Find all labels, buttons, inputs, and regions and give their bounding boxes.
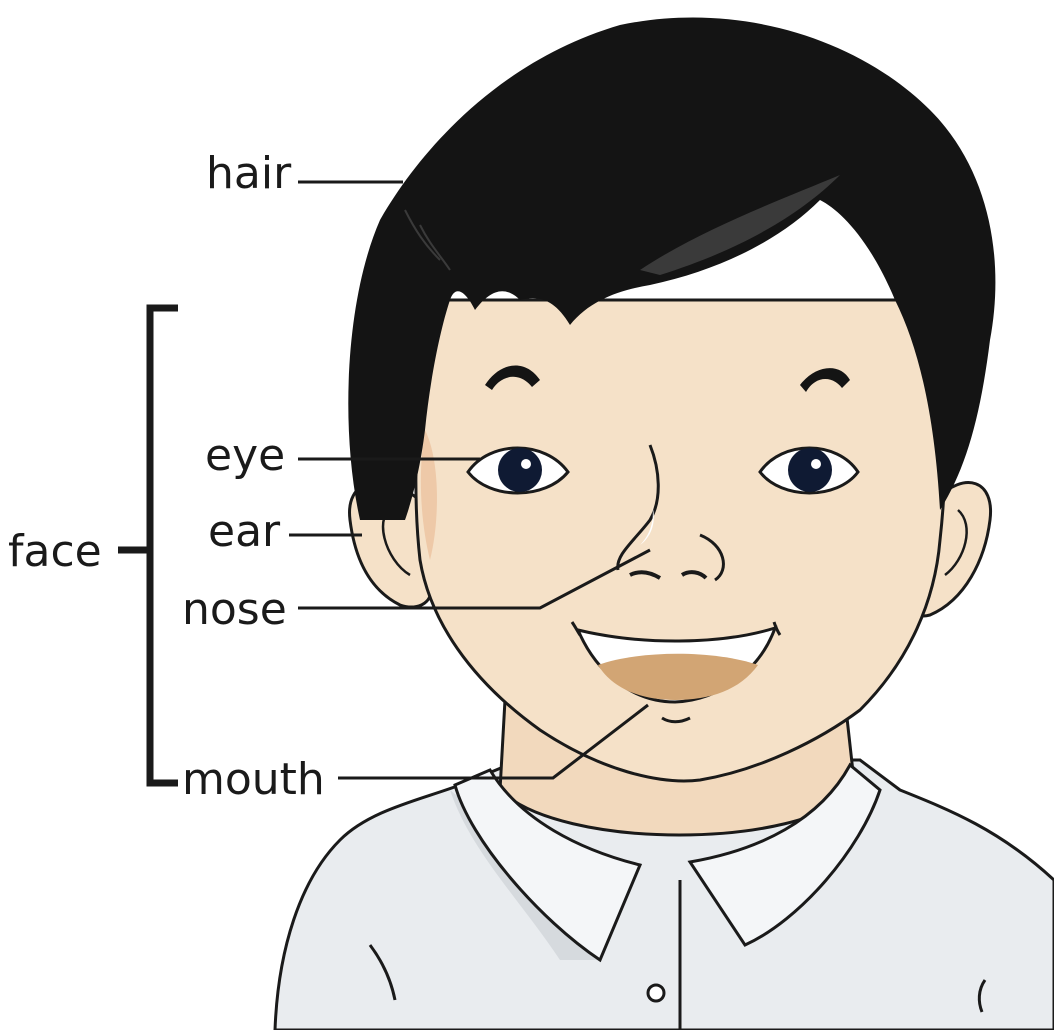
label-face: face: [8, 530, 102, 574]
label-ear: ear: [208, 510, 280, 554]
right-iris: [788, 448, 832, 492]
left-eye-glint: [521, 459, 531, 469]
label-mouth: mouth: [182, 758, 325, 802]
left-iris: [498, 448, 542, 492]
face-shape: [416, 300, 945, 781]
label-hair: hair: [206, 152, 291, 196]
shirt-button: [648, 985, 664, 1001]
right-eye-glint: [811, 459, 821, 469]
face-bracket: [118, 308, 178, 783]
label-nose: nose: [182, 588, 287, 632]
label-eye: eye: [205, 434, 285, 478]
